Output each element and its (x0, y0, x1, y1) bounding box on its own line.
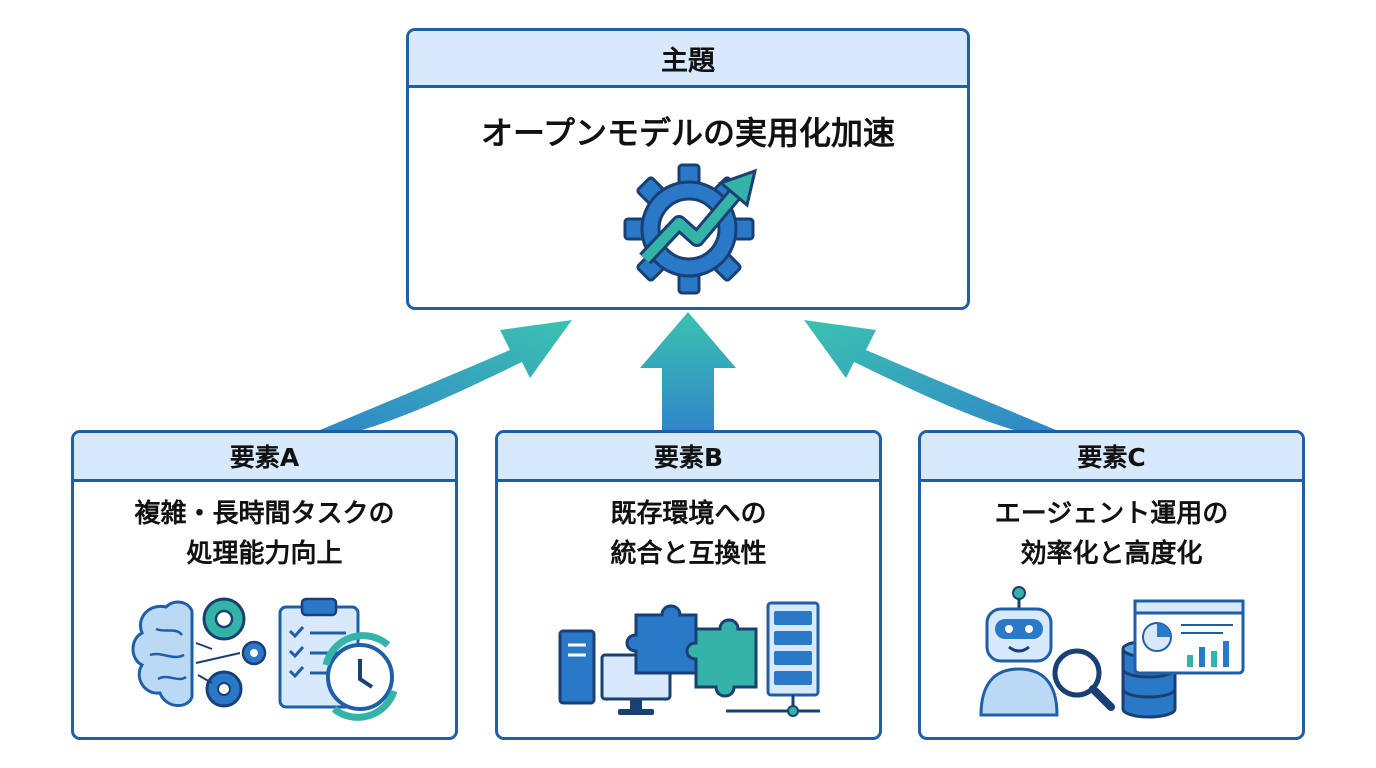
theme-header: 主題 (409, 31, 967, 88)
theme-card: 主題 オープンモデルの実用化加速 (406, 28, 970, 310)
element-c-line1: エージェント運用の (994, 499, 1229, 529)
arrow-a-to-theme (320, 320, 572, 432)
computer-puzzle-server-icon (558, 601, 820, 717)
gear-growth-icon (623, 163, 758, 295)
brain-gears-checklist-icon (131, 597, 398, 721)
element-b-line1: 既存環境への (610, 499, 767, 529)
element-c-text: エージェント運用の 効率化と高度化 (921, 494, 1302, 574)
robot-analytics-database-icon (979, 586, 1245, 719)
theme-title: オープンモデルの実用化加速 (480, 114, 896, 152)
element-a-text: 複雑・長時間タスクの 処理能力向上 (74, 494, 455, 574)
element-a-card: 要素A 複雑・長時間タスクの 処理能力向上 (71, 430, 458, 740)
element-b-header: 要素B (498, 433, 879, 482)
element-c-header: 要素C (921, 433, 1302, 482)
element-c-card: 要素C エージェント運用の 効率化と高度化 (918, 430, 1305, 740)
element-a-line2: 処理能力向上 (186, 539, 343, 569)
arrow-c-to-theme (804, 320, 1056, 432)
element-b-line2: 統合と互換性 (610, 539, 767, 569)
element-b-text: 既存環境への 統合と互換性 (498, 494, 879, 574)
element-a-line1: 複雑・長時間タスクの (134, 499, 395, 529)
element-c-line2: 効率化と高度化 (1020, 539, 1203, 569)
element-b-card: 要素B 既存環境への 統合と互換性 (495, 430, 882, 740)
arrow-b-to-theme (640, 312, 736, 432)
element-a-header: 要素A (74, 433, 455, 482)
